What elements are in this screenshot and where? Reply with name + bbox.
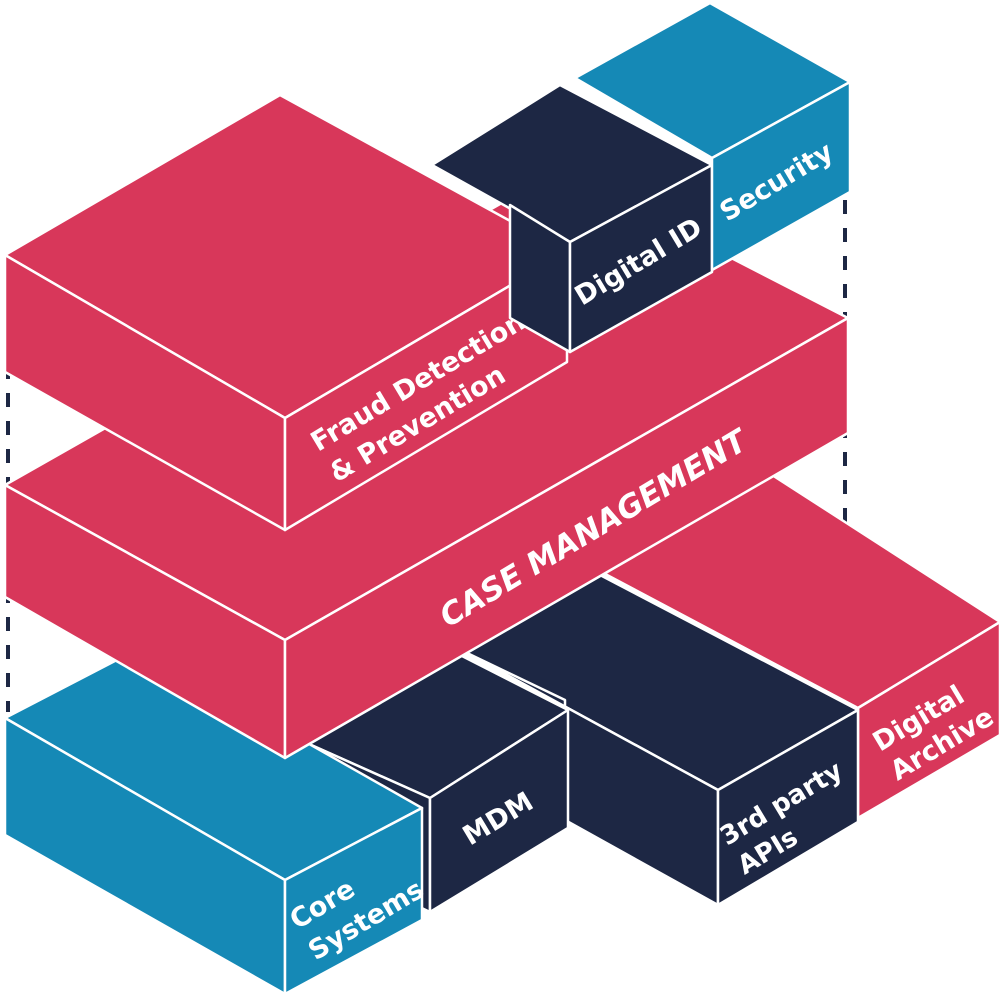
case-management-front [283,316,850,760]
fraud-detection-block: Fraud Detection & Prevention [3,93,569,532]
third-party-front [716,708,860,907]
fraud-detection-front [283,250,569,532]
digital-id-front [568,163,714,354]
core-systems-block: Core Systems [3,646,429,996]
security-front [710,80,852,272]
mdm-front [428,708,570,914]
core-systems-front [283,806,424,996]
digital-id-block: Digital ID [430,83,714,354]
third-party-side [463,650,720,907]
